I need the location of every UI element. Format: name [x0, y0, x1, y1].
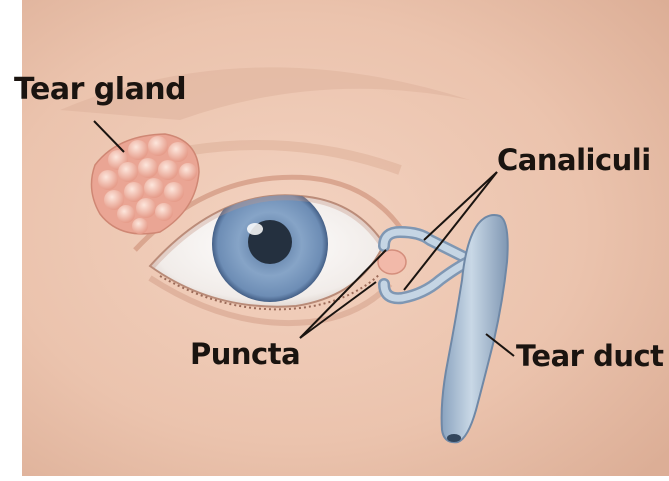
label-canaliculi: Canaliculi: [497, 146, 651, 175]
eye-highlight: [247, 223, 263, 235]
label-puncta: Puncta: [190, 340, 300, 369]
duct-opening: [447, 434, 461, 442]
label-tear-duct: Tear duct: [516, 342, 664, 371]
label-tear-gland: Tear gland: [14, 75, 186, 105]
